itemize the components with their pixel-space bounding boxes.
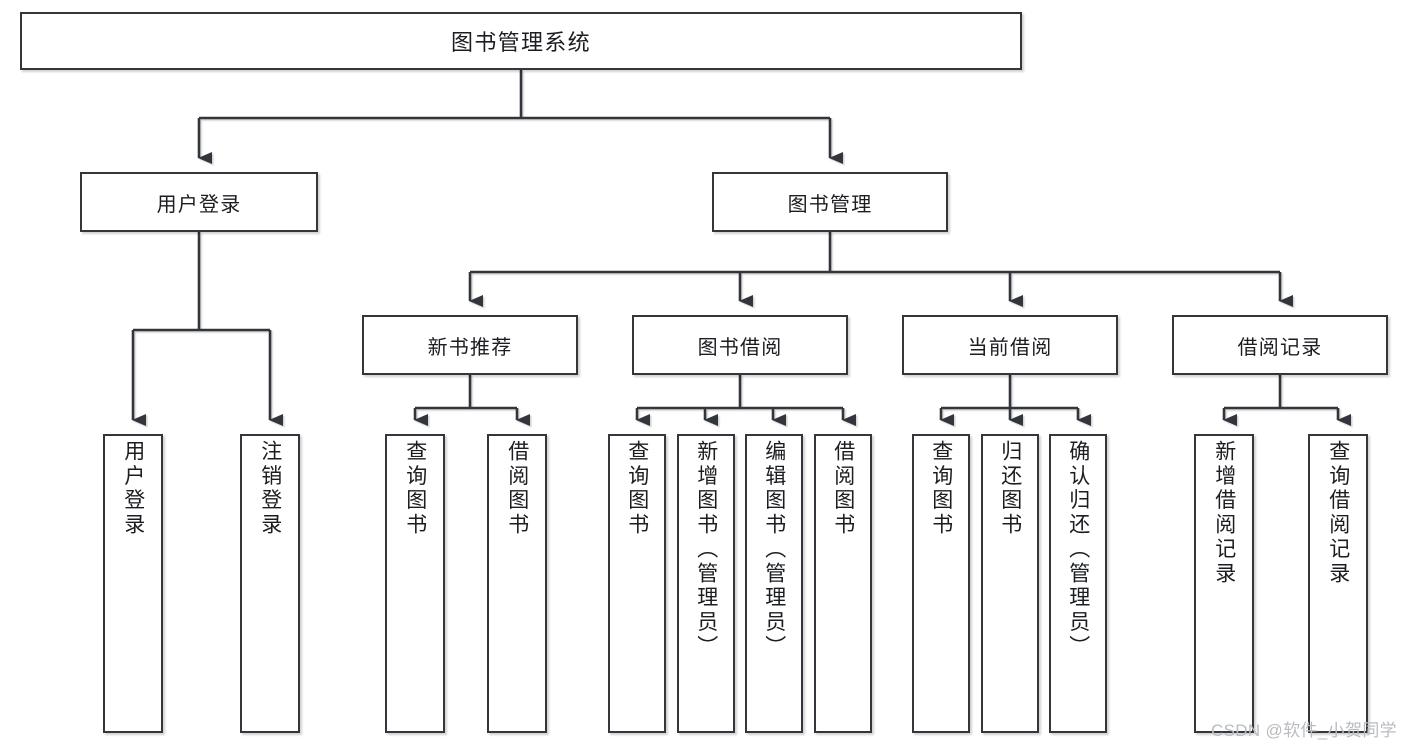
node-label: 确认归还（管理员） [1066, 440, 1090, 660]
leaf-borrow-record-add-record[interactable]: 新增借阅记录 [1194, 434, 1254, 733]
node-label: 编辑图书（管理员） [762, 440, 786, 660]
leaf-book-borrow-borrow-book[interactable]: 借阅图书 [814, 434, 872, 733]
node-label: 归还图书 [998, 440, 1022, 538]
leaf-book-borrow-add-book-admin[interactable]: 新增图书（管理员） [677, 434, 735, 733]
node-label: 图书管理 [787, 193, 873, 216]
node-label: 用户登录 [156, 193, 242, 216]
node-book-borrowing[interactable]: 图书借阅 [632, 315, 848, 375]
node-root-book-management-system[interactable]: 图书管理系统 [20, 12, 1022, 70]
node-label: 新增借阅记录 [1212, 440, 1236, 587]
node-user-login[interactable]: 用户登录 [80, 172, 318, 232]
node-label: 借阅图书 [831, 440, 855, 538]
node-new-book-recommendation[interactable]: 新书推荐 [362, 315, 578, 375]
leaf-current-borrow-return-book[interactable]: 归还图书 [981, 434, 1039, 733]
leaf-current-borrow-confirm-return-admin[interactable]: 确认归还（管理员） [1049, 434, 1107, 733]
node-label: 新书推荐 [427, 336, 513, 359]
node-label: 查询图书 [403, 440, 427, 538]
node-borrowing-record[interactable]: 借阅记录 [1172, 315, 1388, 375]
leaf-user-login-logout[interactable]: 注销登录 [240, 434, 300, 733]
node-label: 查询借阅记录 [1326, 440, 1350, 587]
node-label: 注销登录 [258, 440, 282, 538]
node-label: 当前借阅 [967, 336, 1053, 359]
leaf-new-book-query-book[interactable]: 查询图书 [385, 434, 445, 733]
leaf-book-borrow-edit-book-admin[interactable]: 编辑图书（管理员） [745, 434, 803, 733]
node-label: 图书借阅 [697, 336, 783, 359]
node-label: 借阅记录 [1237, 336, 1323, 359]
leaf-user-login-login[interactable]: 用户登录 [103, 434, 163, 733]
node-label: 用户登录 [121, 440, 145, 538]
node-current-borrowing[interactable]: 当前借阅 [902, 315, 1118, 375]
leaf-current-borrow-query-book[interactable]: 查询图书 [912, 434, 970, 733]
node-label: 新增图书（管理员） [694, 440, 718, 660]
node-label: 图书管理系统 [451, 30, 591, 55]
leaf-borrow-record-query-record[interactable]: 查询借阅记录 [1308, 434, 1368, 733]
leaf-book-borrow-query-book[interactable]: 查询图书 [608, 434, 666, 733]
node-label: 借阅图书 [505, 440, 529, 538]
node-book-management[interactable]: 图书管理 [712, 172, 948, 232]
node-label: 查询图书 [929, 440, 953, 538]
leaf-new-book-borrow-book[interactable]: 借阅图书 [487, 434, 547, 733]
csdn-watermark: CSDN @软件_小贺同学 [1210, 721, 1397, 740]
node-label: 查询图书 [625, 440, 649, 538]
